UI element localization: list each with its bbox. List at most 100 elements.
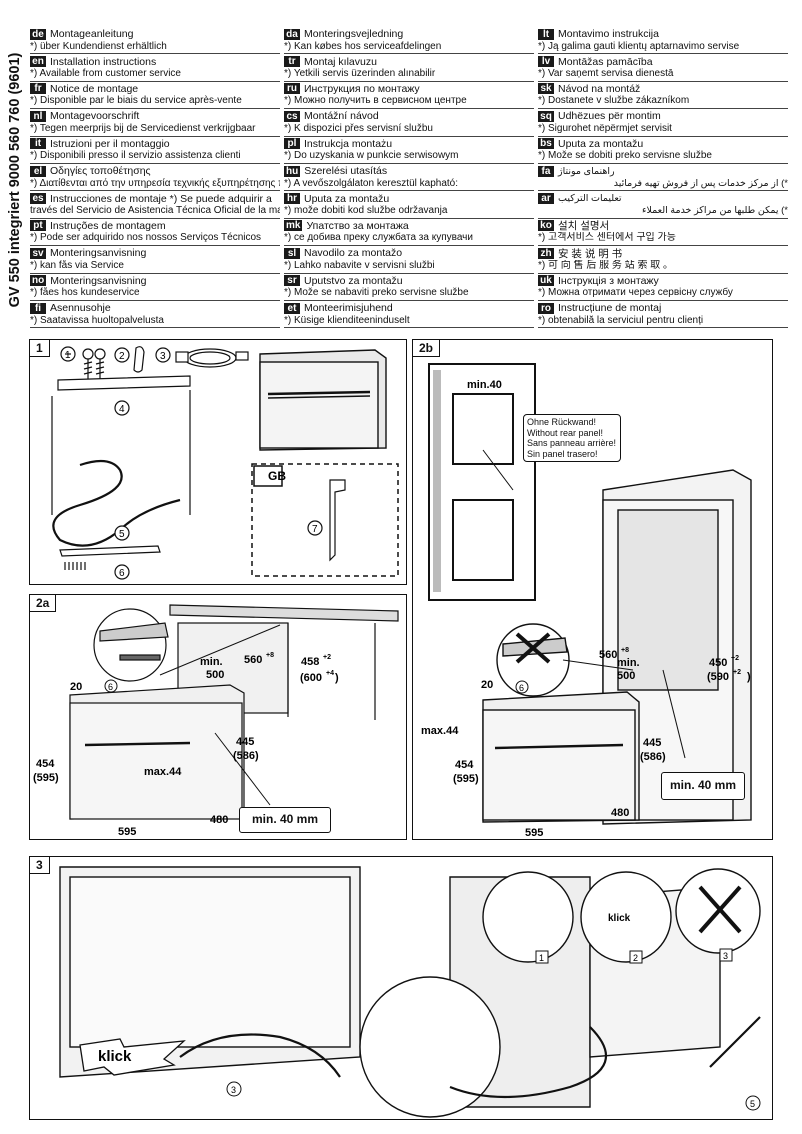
svg-text:3: 3: [231, 1085, 236, 1095]
svg-text:(590: (590: [707, 671, 729, 683]
svg-text:+2: +2: [731, 655, 739, 662]
svg-text:500: 500: [206, 669, 224, 681]
gb-label: GB: [268, 469, 286, 483]
entry-title: Instrukcja montażu: [304, 137, 393, 150]
svg-text:max.44: max.44: [421, 725, 459, 737]
language-code-badge: sv: [30, 247, 46, 259]
svg-text:20: 20: [481, 679, 493, 691]
entry-note: *) Pode ser adquirido nos nossos Serviço…: [30, 232, 262, 244]
part-5-label: 5: [119, 529, 125, 540]
entry-title: Návod na montáž: [558, 82, 641, 95]
rear-panel-note: Ohne Rückwand! Without rear panel! Sans …: [523, 414, 621, 462]
language-code-badge: uk: [538, 275, 554, 287]
entry-note: *) Kan købes hos serviceafdelingen: [284, 40, 442, 52]
panel-3-connection: 3 klick klick 3 5 1 2 3: [29, 856, 773, 1120]
connection-illustration: klick klick 3 5 1 2 3: [59, 866, 761, 1118]
part-4-rail-icon: [51, 375, 191, 515]
svg-text:1: 1: [539, 953, 544, 963]
svg-text:560: 560: [244, 654, 262, 666]
entry-note: *) Do uzyskania w punkcie serwisowym: [284, 150, 459, 162]
language-code-badge: de: [30, 28, 46, 40]
language-entry-sv: sv Monteringsanvisning*) kan fås via Serv…: [30, 246, 280, 274]
entry-title: Monteringsanvisning: [50, 247, 147, 260]
svg-text:min.: min.: [200, 656, 223, 668]
entry-title: Monteringsanvisning: [50, 274, 147, 287]
entry-note: *) از مرکز خدمات پس از فروش تهیه فرمائید: [613, 177, 788, 189]
entry-note: *) kan fås via Service: [30, 259, 124, 271]
entry-note: *) Sigurohet nëpërmjet servisit: [538, 122, 672, 134]
entry-title: Инструкция по монтажу: [304, 82, 420, 95]
entry-note: *) 可 向 售 后 服 务 站 索 取 。: [538, 259, 674, 271]
svg-text:445: 445: [236, 736, 254, 748]
panel-number: 2a: [29, 594, 57, 612]
language-code-badge: el: [30, 165, 46, 177]
entry-title: Montavimo instrukcija: [558, 28, 659, 41]
part-1-label: 1: [65, 350, 71, 361]
entry-note: *) Može se nabaviti preko servisne služb…: [284, 287, 469, 299]
language-code-badge: et: [284, 302, 300, 314]
entry-title: Montaj kılavuzu: [304, 55, 377, 68]
part-2-label: 2: [119, 351, 125, 362]
entry-title: Uputstvo za montažu: [304, 274, 403, 287]
entry-title: Monteerimisjuhend: [304, 302, 393, 315]
svg-text:454: 454: [36, 758, 55, 770]
language-code-badge: sl: [284, 247, 300, 259]
language-code-badge: sq: [538, 110, 554, 122]
panel-number: 3: [29, 856, 50, 874]
language-code-badge: sr: [284, 275, 300, 287]
part-7-label: 7: [312, 524, 318, 535]
svg-text:+4: +4: [326, 670, 334, 677]
language-code-badge: it: [30, 138, 46, 150]
entry-note: *) Saatavissa huoltopalvelusta: [30, 314, 164, 326]
min-40mm-callout: min. 40 mm: [239, 807, 331, 833]
language-code-badge: ru: [284, 83, 300, 95]
entry-note: *) Var saņemt servisa dienestā: [538, 68, 674, 80]
entry-head: sr Uputstvo za montažu: [284, 274, 534, 287]
svg-text:500: 500: [617, 670, 635, 682]
entry-head: et Monteerimisjuhend: [284, 302, 534, 315]
panel-number: 1: [29, 339, 50, 357]
entry-note: *) Lahko nabavite v servisni službi: [284, 259, 435, 271]
svg-text:560: 560: [599, 649, 617, 661]
svg-text:458: 458: [301, 656, 319, 668]
svg-text:480: 480: [611, 807, 629, 819]
entry-title: Monteringsvejledning: [304, 28, 404, 41]
entry-note: *) obtenabilă la serviciul pentru clienț…: [538, 314, 704, 326]
entry-title: Montážní návod: [304, 110, 379, 123]
entry-head: sv Monteringsanvisning: [30, 247, 280, 260]
entry-title: Uputa za montažu: [304, 192, 390, 205]
svg-text:klick: klick: [608, 913, 631, 924]
svg-text:445: 445: [643, 737, 661, 749]
part-5-hose-icon: [52, 459, 181, 547]
svg-text:454: 454: [455, 759, 474, 771]
entry-title: Instrucțiune de montaj: [558, 302, 662, 315]
